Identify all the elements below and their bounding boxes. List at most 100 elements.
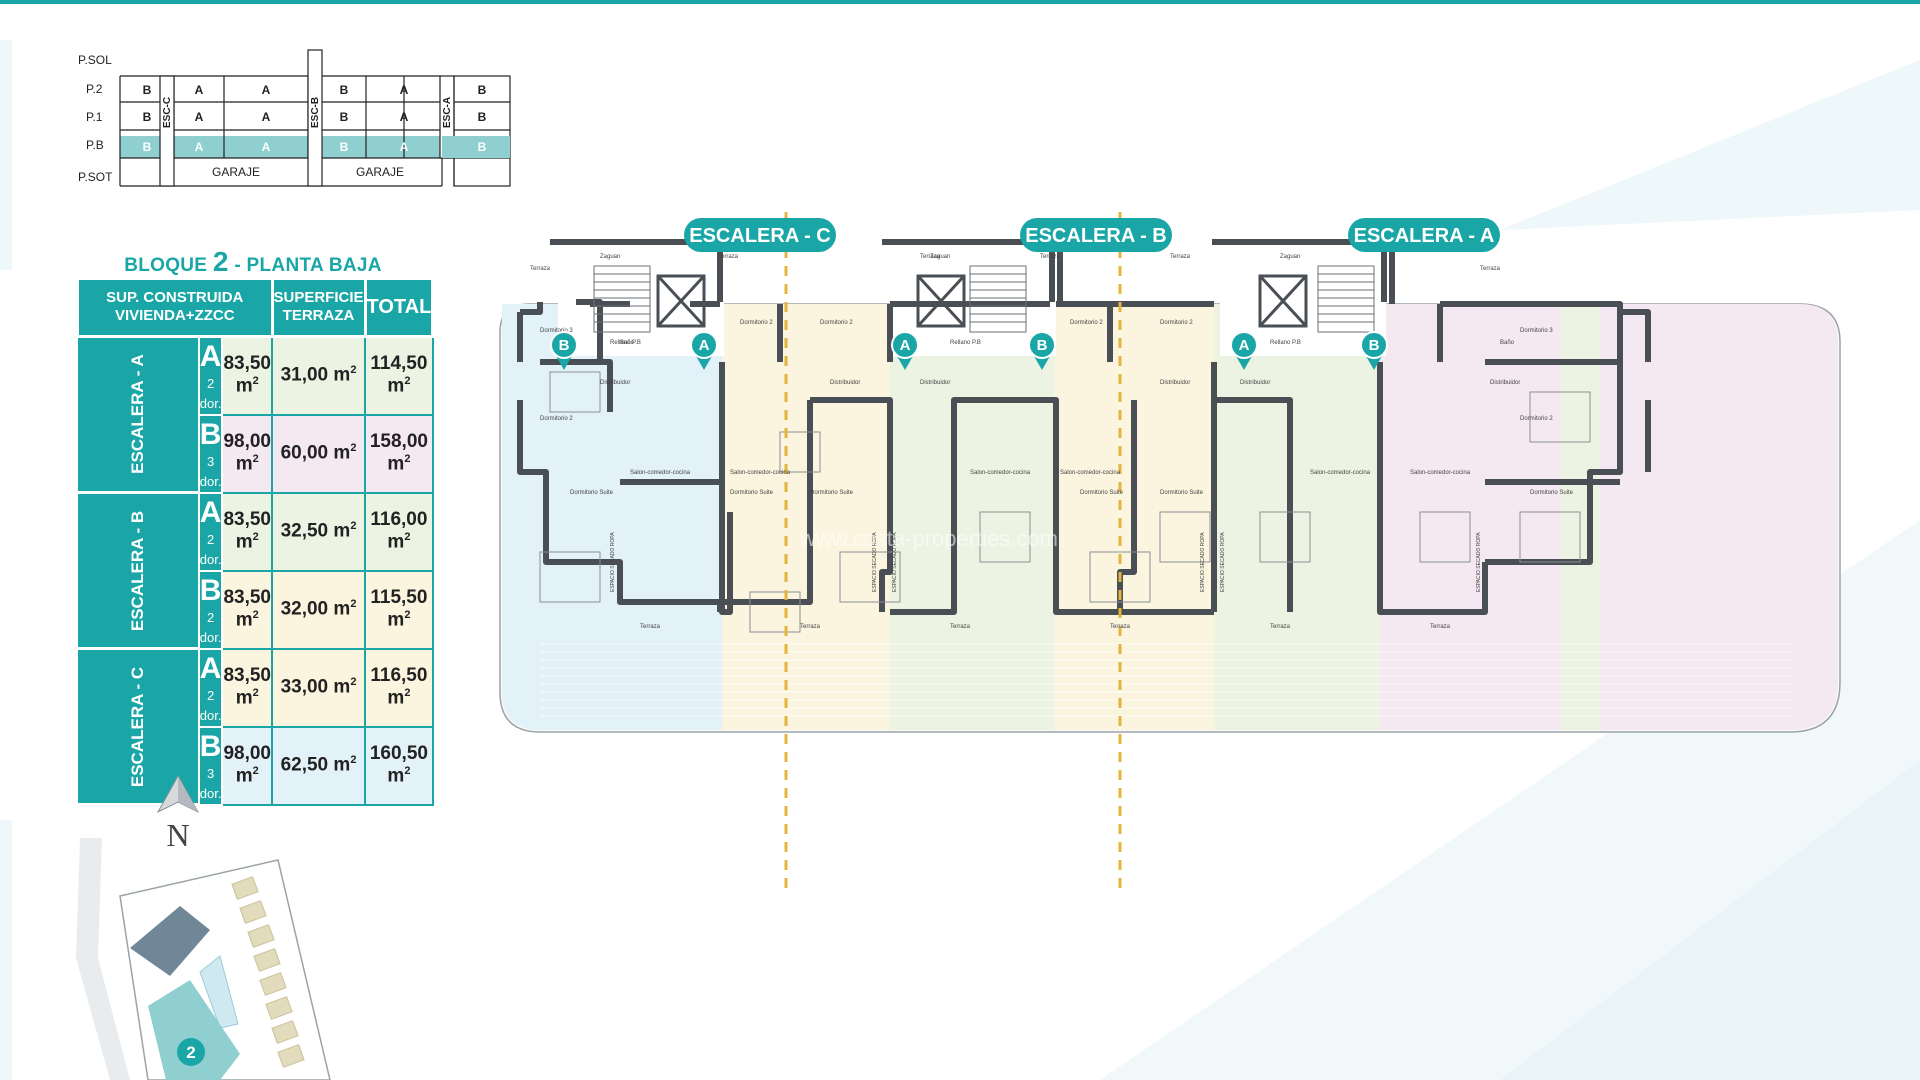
svg-text:ESCALERA - C: ESCALERA - C xyxy=(689,225,831,247)
room-label: Salon-comedor-cocina xyxy=(630,470,691,476)
room-label: Dormitorio 2 xyxy=(1070,320,1103,326)
site-plan-map: 2 xyxy=(76,838,331,1080)
pb-row: B A A B A B xyxy=(143,140,487,154)
room-label: ESPACIO SECADO ROPA xyxy=(1200,532,1206,592)
room-label: Terraza xyxy=(950,624,971,630)
stair-label-c: ESC-C xyxy=(162,97,173,128)
level-labels: P.SOL P.2 P.1 P.B P.SOT xyxy=(78,53,113,184)
north-label: N xyxy=(166,817,189,848)
stair-core-c xyxy=(159,75,175,187)
block-title-prefix: BLOQUE xyxy=(124,255,208,276)
elevators xyxy=(656,274,1308,328)
room-label: Dormitorio 2 xyxy=(1160,320,1193,326)
total-area-cell: 114,50 m2 xyxy=(364,335,434,416)
room-label: Terraza xyxy=(718,254,739,260)
terrace-area-cell: 33,00 m2 xyxy=(270,647,367,728)
unit-zone-a-b xyxy=(1380,304,1838,730)
room-label: Zaguan xyxy=(1280,254,1300,260)
room-label: Dormitorio 2 xyxy=(540,416,573,422)
stair-group-a: ESCALERA - A xyxy=(77,336,200,494)
room-label: Salon-comedor-cocina xyxy=(1410,470,1471,476)
unit-zone-c-a xyxy=(722,304,890,730)
room-label: Distribuidor xyxy=(920,380,950,386)
stair-dividers xyxy=(784,212,1122,892)
unit-zone-a-a xyxy=(1214,304,1380,730)
unit-badge-label: B xyxy=(1037,337,1048,354)
p2-row: B A A B A B xyxy=(143,83,487,97)
room-label: Distribuidor xyxy=(600,380,630,386)
p1-row: B A A B A B xyxy=(143,110,487,124)
unit-zone-b-a xyxy=(890,304,1054,730)
north-arrow-icon: N xyxy=(156,776,200,848)
unit-badge-marker: B xyxy=(1028,331,1056,370)
room-label: Terraza xyxy=(1430,624,1451,630)
p2-unit: A xyxy=(262,83,271,97)
built-area-cell: 83,50 m2 xyxy=(221,647,273,728)
p1-unit: B xyxy=(143,110,152,124)
header-built-area: SUP. CONSTRUIDA VIVIENDA+ZZCC xyxy=(76,280,274,338)
terrace-area-cell: 31,00 m2 xyxy=(270,335,367,416)
room-label: Dormitorio 2 xyxy=(1520,416,1553,422)
stair-badge-b: ESCALERA - B xyxy=(1020,218,1172,252)
total-area-cell: 158,00 m2 xyxy=(364,413,434,494)
pb-unit: B xyxy=(143,140,152,154)
p1-unit: B xyxy=(478,110,487,124)
room-label: Dormitorio 3 xyxy=(1520,328,1553,334)
block-title-suffix: - PLANTA BAJA xyxy=(234,255,382,276)
header-terrace-area: SUPERFICIE TERRAZA xyxy=(270,280,367,338)
p2-unit: A xyxy=(195,83,204,97)
stair-flights xyxy=(593,265,1375,333)
built-area-cell: 83,50 m2 xyxy=(221,335,273,416)
total-area-cell: 160,50 m2 xyxy=(364,725,434,806)
block-2-footprint xyxy=(148,980,240,1080)
room-label: Salon-comedor-cocina xyxy=(1310,470,1371,476)
neighbour-blocks xyxy=(231,876,305,1068)
room-label: Dormitorio Suite xyxy=(810,490,854,496)
room-labels: Terraza Terraza Terraza Terraza Terraza … xyxy=(530,254,1574,630)
unit-badge-label: A xyxy=(900,337,911,354)
unit-badge-marker: A xyxy=(1230,331,1258,370)
built-area-cell: 98,00 m2 xyxy=(221,725,273,806)
stair-core-b xyxy=(307,49,323,187)
svg-text:ESCALERA - B: ESCALERA - B xyxy=(1025,225,1167,247)
pb-unit: A xyxy=(400,140,409,154)
header-total: TOTAL xyxy=(363,280,435,338)
p1-unit: A xyxy=(262,110,271,124)
room-label: Distribuidor xyxy=(830,380,860,386)
room-label: Dormitorio Suite xyxy=(570,490,614,496)
room-label: Terraza xyxy=(1040,254,1061,260)
svg-text:ESCALERA - A: ESCALERA - A xyxy=(1354,225,1495,247)
stair-group-b: ESCALERA - B xyxy=(77,492,200,650)
terrace-hatching xyxy=(540,643,1790,717)
room-label: Dormitorio 2 xyxy=(820,320,853,326)
level-psot: P.SOT xyxy=(78,170,113,184)
p2-unit: A xyxy=(400,83,409,97)
room-label: Zaguan xyxy=(600,254,620,260)
ground-floor-plan: Terraza Terraza Terraza Terraza Terraza … xyxy=(499,212,1841,892)
terrace-area-cell: 32,50 m2 xyxy=(270,491,367,572)
unit-badges: B A A B A B xyxy=(550,331,1388,370)
unit-badge-label: B xyxy=(1369,337,1380,354)
room-label: Dormitorio Suite xyxy=(730,490,774,496)
total-area-cell: 116,00 m2 xyxy=(364,491,434,572)
pb-unit: B xyxy=(478,140,487,154)
unit-badge-marker: A xyxy=(690,331,718,370)
pb-unit: B xyxy=(340,140,349,154)
unit-badge-marker: B xyxy=(550,331,578,370)
terrace-area-cell: 62,50 m2 xyxy=(270,725,367,806)
terrace-area-cell: 60,00 m2 xyxy=(270,413,367,494)
room-label: Rellano P.B xyxy=(1270,340,1301,346)
room-label: Terraza xyxy=(1110,624,1131,630)
unit-badge-marker: A xyxy=(891,331,919,370)
p1-unit: A xyxy=(195,110,204,124)
stair-badge-c: ESCALERA - C xyxy=(684,218,836,252)
room-label: Baño xyxy=(620,340,635,346)
room-label: Salon-comedor-cocina xyxy=(1060,470,1121,476)
unit-badge-label: B xyxy=(559,337,570,354)
room-label: Terraza xyxy=(1170,254,1191,260)
block-2-marker: 2 xyxy=(186,1043,195,1062)
room-label: Terraza xyxy=(1270,624,1291,630)
